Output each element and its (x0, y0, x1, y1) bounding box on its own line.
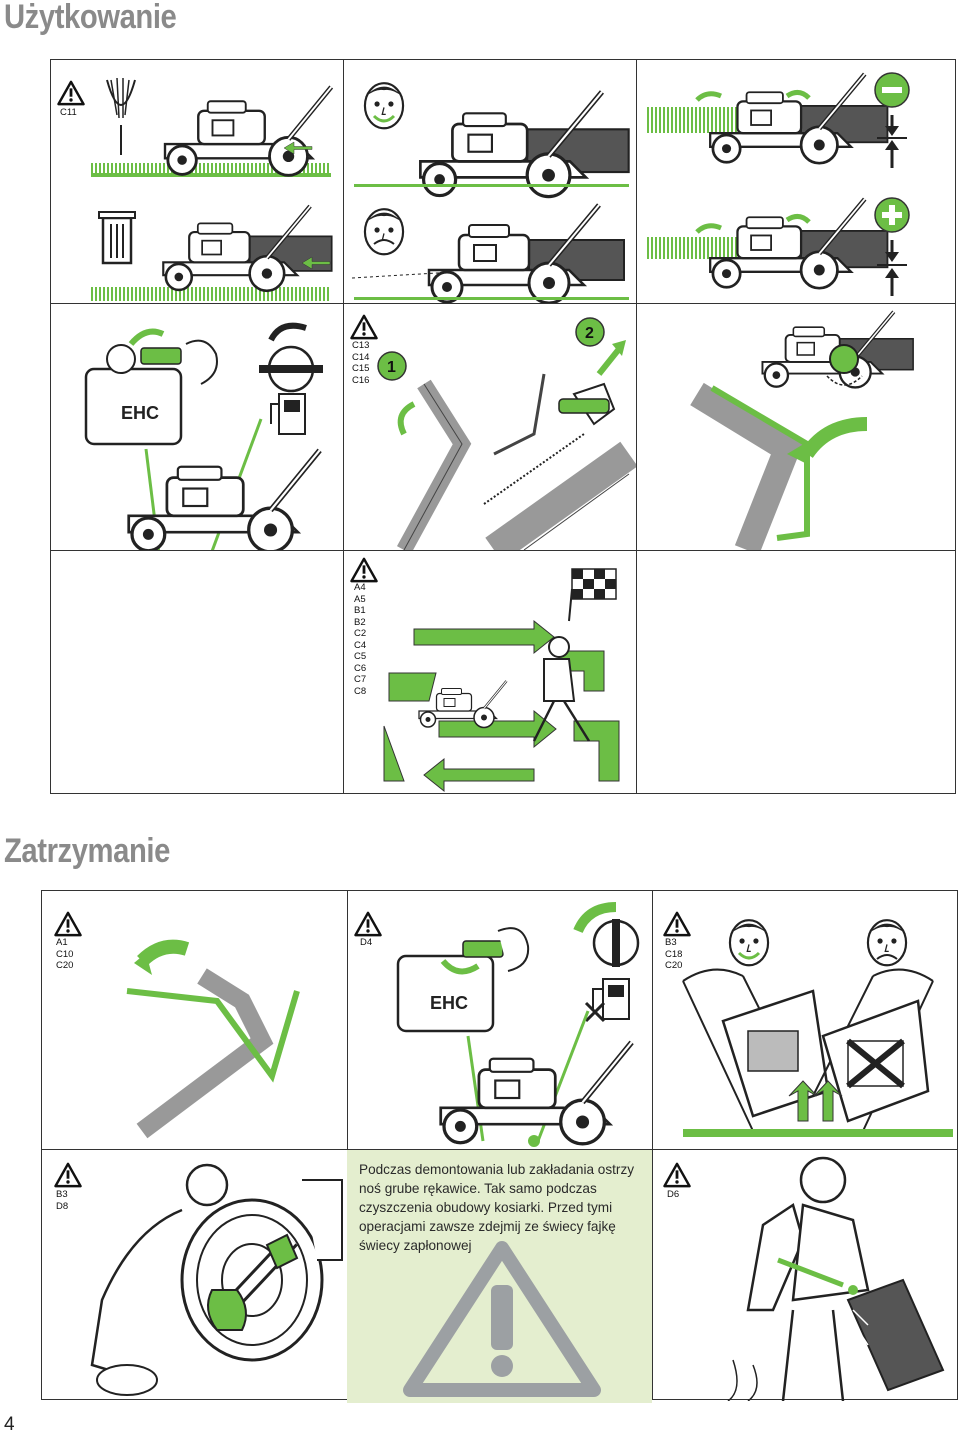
panel-codes: A1 C10 C20 (56, 937, 74, 971)
safety-notice-panel: Podczas demontowania lub zakładania ostr… (347, 1150, 652, 1403)
panel-choke: EHC (51, 304, 343, 550)
cutting-height-illustration (647, 60, 910, 296)
svg-text:EHC: EHC (430, 993, 468, 1013)
plus-icon (874, 197, 910, 233)
panel-codes: C13 C14 C15 C16 (352, 340, 370, 386)
panel-cutting-direction: C11 (51, 60, 343, 303)
step-1-label: 1 (387, 359, 396, 376)
panel-mowing-pattern: A4 A5 B1 B2 C2 C4 C5 C6 C7 C8 (344, 551, 636, 795)
fuel-pump-icon (592, 978, 630, 1020)
section-heading-usage: Użytkowanie (4, 0, 177, 36)
lever-release-illustration (126, 939, 300, 1139)
usage-illustration-grid: C11 (50, 59, 956, 794)
handle-fold-illustration (690, 309, 916, 550)
step-2-label: 2 (585, 325, 594, 342)
mowing-illustration (91, 77, 343, 301)
blade-check-illustration (90, 1163, 343, 1396)
height-comparison-illustration (351, 82, 636, 303)
panel-tilt-mower: B3 C18 C20 (653, 891, 959, 1149)
checkered-flag-icon (568, 568, 617, 622)
mowing-pattern-illustration (383, 568, 620, 793)
handle-adjust-illustration: 1 2 (377, 317, 636, 550)
panel-release-lever: A1 C10 C20 (42, 891, 347, 1149)
choke-knob-icon (573, 902, 640, 967)
svg-text:EHC: EHC (121, 403, 159, 423)
panel-face-comparison (344, 60, 636, 303)
panel-empty-right (637, 551, 957, 795)
panel-codes: B3 C18 C20 (665, 937, 683, 971)
fuel-pump-icon (270, 393, 306, 435)
clean-bag-illustration (727, 1156, 945, 1401)
choke-illustration: EHC (84, 322, 323, 550)
stopping-illustration-grid: A1 C10 C20 D4 EHC (41, 890, 959, 1403)
page-number: 4 (4, 1414, 15, 1435)
panel-engine-stop: D4 EHC (348, 891, 652, 1149)
panel-codes: D4 (360, 937, 373, 948)
panel-empty-left (51, 551, 343, 795)
engine-stop-illustration: EHC (396, 902, 640, 1147)
tilt-mower-illustration (682, 919, 953, 1137)
panel-cutting-height (637, 60, 957, 303)
panel-clean-bag: D6 (653, 1150, 959, 1401)
choke-knob-icon (259, 322, 323, 393)
panel-blade-check: B3 D8 (42, 1150, 347, 1401)
large-warning-triangle-icon (403, 1241, 601, 1397)
panel-handle-adjust: C13 C14 C15 C16 1 2 (344, 304, 636, 550)
panel-codes: B3 D8 (56, 1189, 69, 1212)
panel-codes: C11 (60, 107, 77, 118)
safety-notice-text: Podczas demontowania lub zakładania ostr… (359, 1162, 635, 1253)
minus-icon (874, 72, 910, 108)
section-heading-stopping: Zatrzymanie (4, 832, 170, 870)
panel-codes: D6 (667, 1189, 680, 1200)
rake-icon (106, 77, 136, 155)
trash-bin-icon (98, 211, 136, 265)
panel-codes: A4 A5 B1 B2 C2 C4 C5 C6 C7 C8 (354, 582, 367, 697)
panel-handle-fold (637, 304, 957, 550)
